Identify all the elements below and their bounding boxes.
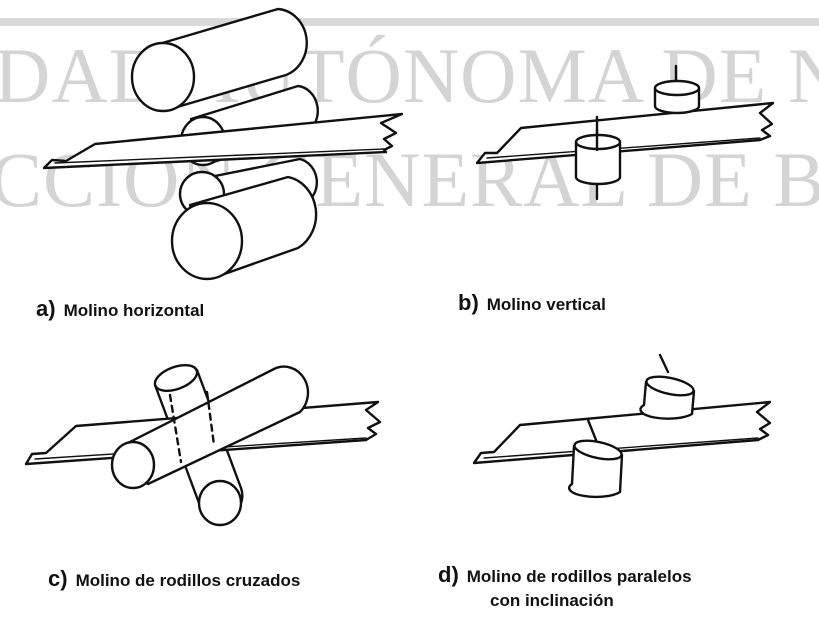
caption-b: b) Molino vertical: [458, 290, 606, 316]
lower-inclined-roll-top: [573, 439, 623, 461]
lower-backup-roll-end: [170, 201, 244, 281]
caption-d-line2: con inclinación: [490, 591, 614, 610]
caption-b-text: Molino vertical: [486, 295, 606, 314]
crossed-lower-roll-end: [197, 479, 243, 527]
sheet: [42, 112, 404, 170]
upper-vertical-roll-top: [653, 79, 701, 97]
upper-backup-roll-end: [130, 41, 196, 113]
vertical-mill: [475, 64, 775, 201]
crossed-lower-roll-top: [153, 364, 199, 392]
caption-a-text: Molino horizontal: [63, 301, 205, 320]
caption-b-letter: b): [458, 290, 479, 315]
crossed-upper-roll: [118, 365, 310, 486]
caption-d: d) Molino de rodillos paralelos: [438, 562, 692, 588]
inclined-rolls-mill: [472, 353, 772, 499]
upper-backup-roll: [157, 7, 308, 112]
caption-d-letter: d): [438, 562, 459, 587]
caption-a: a) Molino horizontal: [36, 296, 204, 322]
sheet-d: [472, 400, 772, 465]
caption-c: c) Molino de rodillos cruzados: [48, 566, 300, 592]
caption-c-text: Molino de rodillos cruzados: [75, 571, 301, 590]
top-rule: [0, 18, 819, 26]
horizontal-mill: [42, 7, 404, 281]
caption-a-letter: a): [36, 296, 56, 321]
crossed-rolls-mill: [24, 364, 382, 527]
upper-inclined-roll-top: [645, 375, 695, 397]
caption-d-text: Molino de rodillos paralelos: [466, 567, 692, 586]
caption-c-letter: c): [48, 566, 68, 591]
lower-vertical-roll: [574, 140, 622, 186]
crossed-upper-roll-end: [110, 440, 156, 490]
sheet-b: [475, 101, 775, 165]
